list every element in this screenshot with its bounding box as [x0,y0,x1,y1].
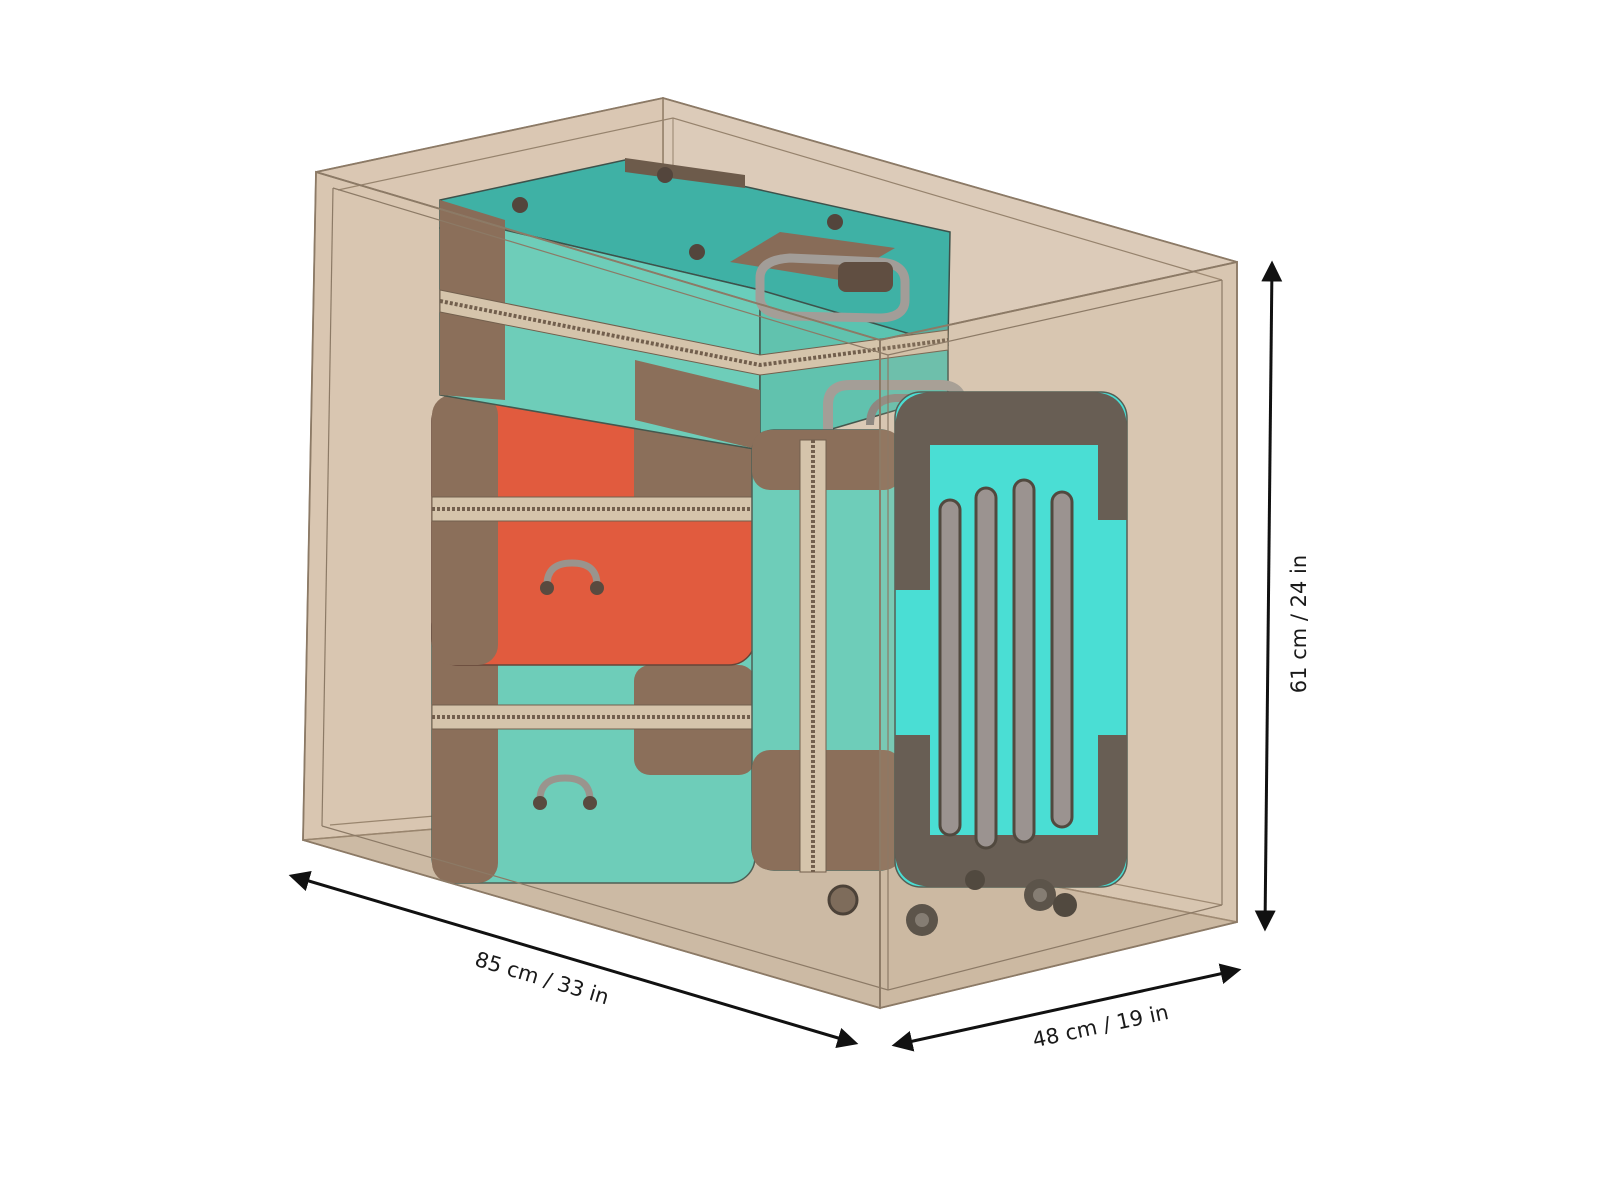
suitcase-upright [751,380,1128,936]
dimension-height: 61 cm / 24 in [1254,260,1311,932]
handle-icon [543,559,601,589]
height-arrow [1254,260,1283,932]
suitcase-stack [431,158,951,884]
box-right-wall [879,260,1238,1010]
length-label: 85 cm / 33 in [472,947,611,1009]
suitcase-top-teal [439,158,951,452]
box-front [302,97,1238,1010]
depth-label: 48 cm / 19 in [1030,1000,1170,1052]
suitcase-ribs [938,478,1074,850]
height-label: 61 cm / 24 in [1287,555,1311,693]
handle-icon [730,232,910,323]
suitcase-middle-orange [431,394,756,666]
length-arrow [288,870,859,1049]
depth-arrow [891,963,1242,1052]
handle-icon [536,774,594,804]
